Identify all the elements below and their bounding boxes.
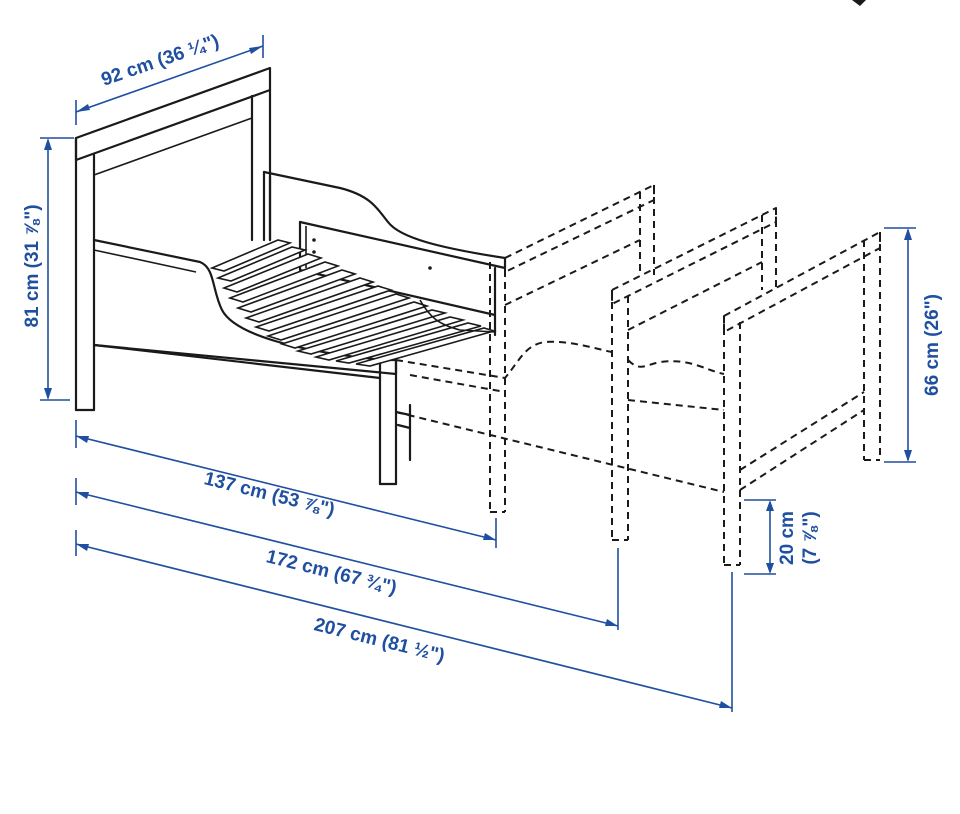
bed-drawing	[74, 66, 507, 486]
dimension-labels: 92 cm (36 ¼") 81 cm (31 ⅞") 66 cm (26") …	[22, 31, 943, 667]
label-length-mid: 172 cm (67 ¾")	[264, 546, 399, 599]
dim-width-top	[75, 35, 264, 125]
label-height-total: 81 cm (31 ⅞")	[22, 204, 43, 327]
dim-height-side	[884, 227, 916, 463]
headboard	[74, 66, 272, 412]
dim-length-short	[75, 420, 497, 548]
extension-outline	[395, 184, 881, 566]
dim-height-total	[40, 137, 74, 401]
dim-clearance	[744, 499, 776, 575]
label-length-short: 137 cm (53 ⅞")	[202, 468, 337, 521]
back-side-panel	[262, 170, 507, 337]
dimension-lines	[40, 35, 916, 712]
extension-footboard	[723, 231, 881, 566]
dim-length-long	[75, 530, 733, 712]
label-clearance-in: (7 ⅞")	[800, 511, 821, 564]
label-height-side: 66 cm (26")	[922, 294, 943, 396]
label-length-long: 207 cm (81 ½")	[312, 614, 447, 667]
extension-section-2	[611, 207, 777, 541]
bed-slats	[209, 239, 497, 367]
corner-mark-icon	[852, 0, 866, 6]
extension-side-rails	[395, 340, 725, 493]
extension-section-1	[489, 184, 655, 513]
dim-length-mid	[75, 478, 619, 630]
label-clearance-cm: 20 cm	[777, 511, 798, 565]
